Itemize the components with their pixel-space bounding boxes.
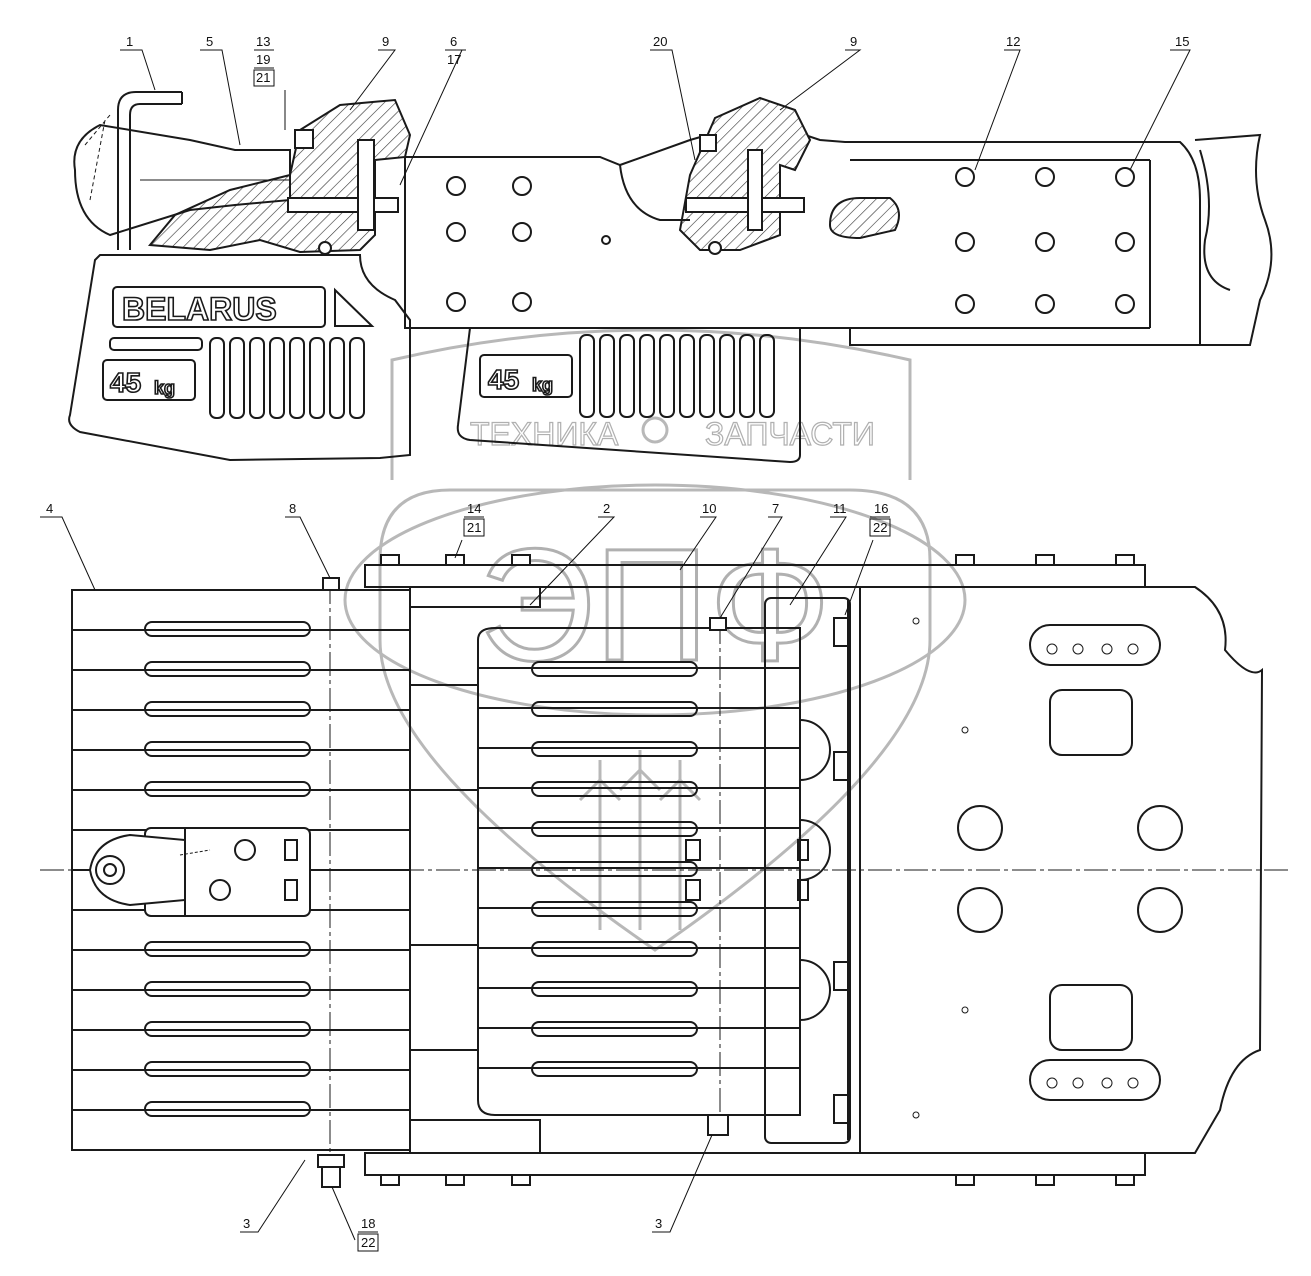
top-plate [364, 564, 1146, 588]
callout-14: 14 [467, 501, 481, 516]
callout-21-bottom: 21 [467, 520, 481, 535]
bottom-plate [364, 1152, 1146, 1176]
casting2-weight-num: 45 [488, 364, 519, 395]
callout-21: 21 [256, 70, 270, 85]
casting-ribs-rear [579, 334, 775, 418]
side-view: BELARUS 45 kg 45 kg [68, 91, 1273, 464]
watermark-right-word: ЗАПЧАСТИ [705, 416, 875, 452]
callout-20: 20 [653, 34, 667, 49]
callout-11: 11 [833, 501, 847, 516]
casting-weight-num: 45 [110, 367, 141, 398]
casting-weight-unit: kg [154, 378, 175, 398]
callout-4: 4 [46, 501, 53, 516]
callout-17: 17 [447, 52, 461, 67]
callout-15: 15 [1175, 34, 1189, 49]
callout-19: 19 [256, 52, 270, 67]
watermark: ТЕХНИКА ЗАПЧАСТИ ЭПФ [343, 328, 967, 952]
callout-13: 13 [256, 34, 270, 49]
plan-view [40, 554, 1290, 1188]
callout-3-second: 3 [655, 1216, 662, 1231]
callout-8: 8 [289, 501, 296, 516]
callout-9: 9 [382, 34, 389, 49]
watermark-logo-letters: ЭПФ [479, 515, 831, 694]
rear-weight-casting [456, 327, 801, 464]
callout-9-second: 9 [850, 34, 857, 49]
plate-bolts [380, 554, 1135, 1186]
frame-plate [859, 586, 1264, 1154]
callout-22: 22 [873, 520, 887, 535]
rear-bracket [678, 96, 812, 251]
callout-2: 2 [603, 501, 610, 516]
callout-5: 5 [206, 34, 213, 49]
callouts-bottom: 4 8 14 21 2 10 7 11 16 22 3 18 22 3 [46, 501, 891, 1252]
casting-brand: BELARUS [122, 291, 277, 327]
callout-6: 6 [450, 34, 457, 49]
rear-weight-stack [477, 627, 801, 1116]
callout-18: 18 [361, 1216, 375, 1231]
hitch-pin [117, 91, 182, 250]
bracket-bolts [685, 617, 849, 1124]
front-weight-casting [68, 254, 411, 462]
callout-10: 10 [702, 501, 716, 516]
casting2-weight-unit: kg [532, 375, 553, 395]
front-bracket [148, 98, 412, 254]
watermark-shield [378, 488, 932, 952]
callout-7: 7 [772, 501, 779, 516]
beam-holes [446, 167, 1135, 314]
mounting-bracket [764, 597, 851, 1144]
casting-ribs-front [209, 337, 365, 419]
watermark-left-word: ТЕХНИКА [470, 416, 619, 452]
callouts-top: 1 5 13 19 21 9 6 17 20 9 12 15 [126, 34, 1189, 87]
callout-16: 16 [874, 501, 888, 516]
hitch-top-view [88, 827, 311, 917]
gear-icon [641, 416, 669, 444]
callout-22-bottom: 22 [361, 1235, 375, 1250]
callout-3: 3 [243, 1216, 250, 1231]
callout-1: 1 [126, 34, 133, 49]
watermark-shield-upper [390, 328, 912, 480]
callout-12: 12 [1006, 34, 1020, 49]
